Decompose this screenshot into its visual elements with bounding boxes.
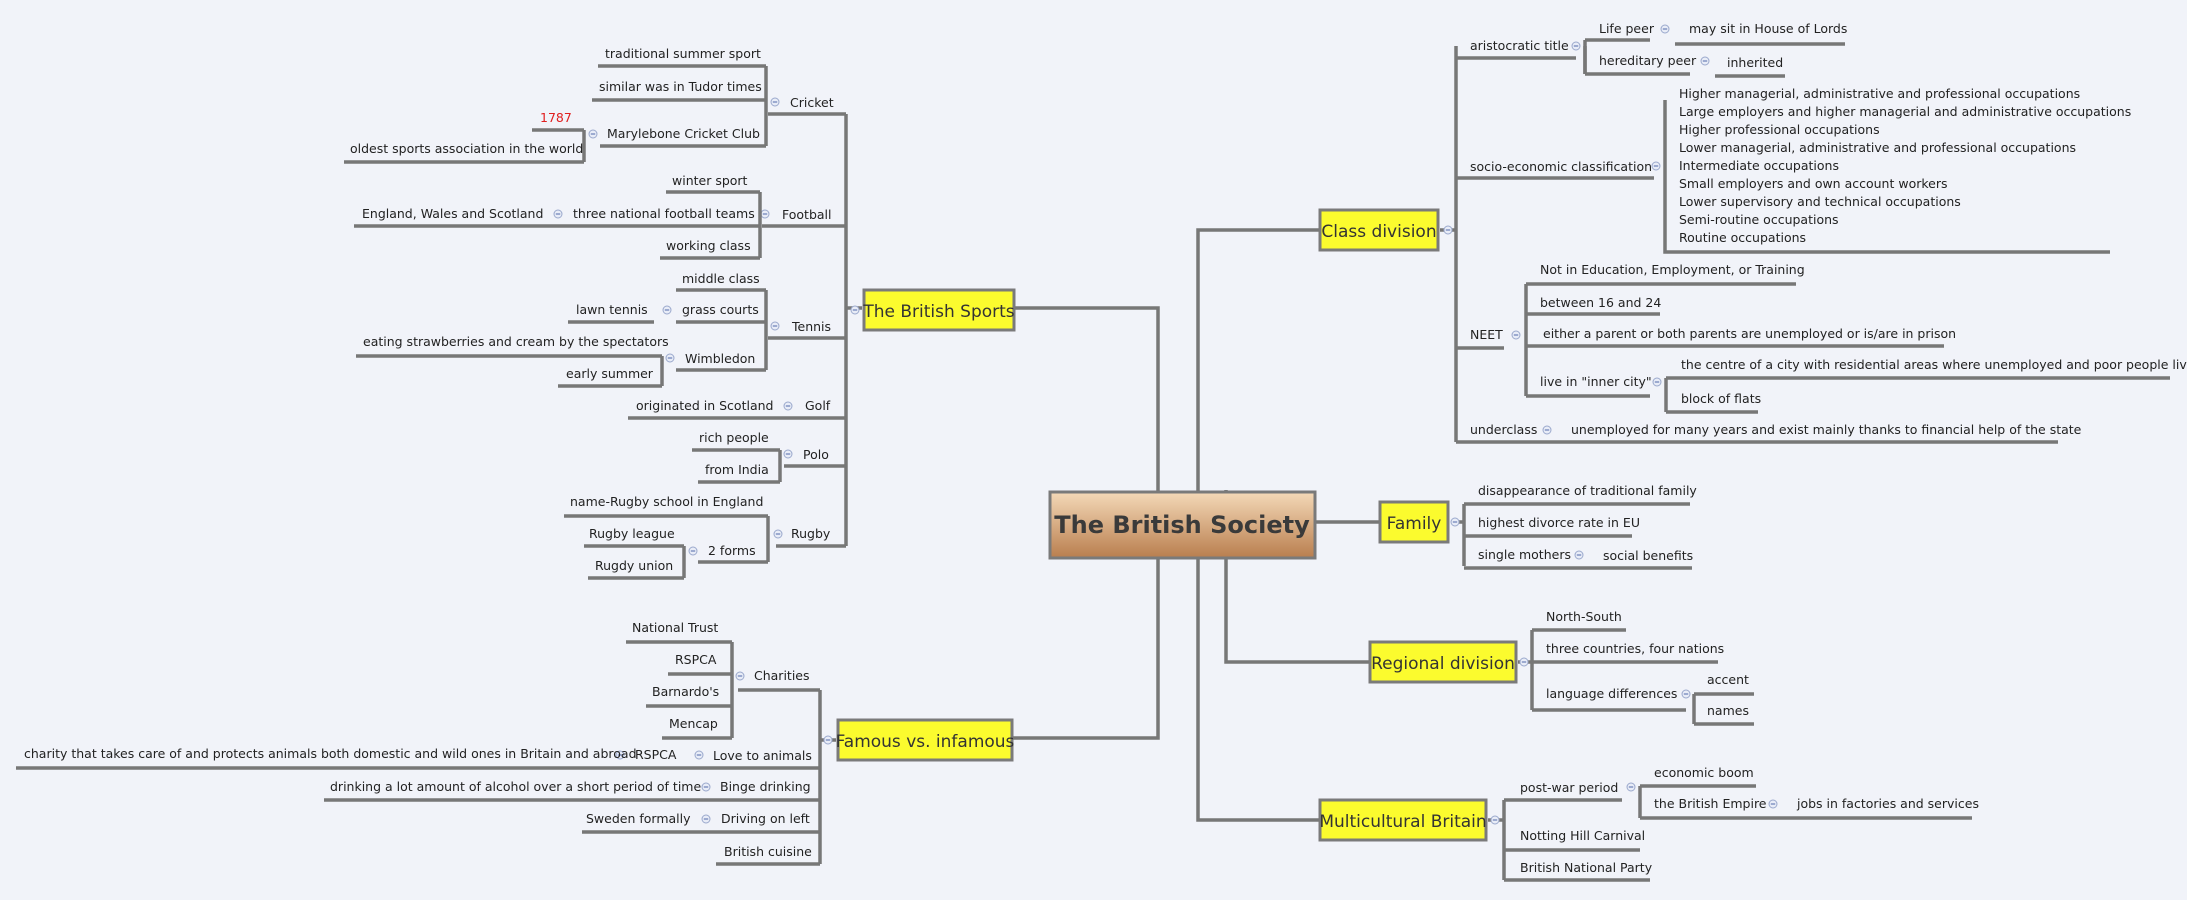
winter-sport: winter sport [672, 173, 748, 188]
working-class: working class [666, 238, 751, 253]
notting-hill-carnival: Notting Hill Carnival [1520, 828, 1645, 843]
socio-item-7: Lower supervisory and technical occupati… [1679, 194, 1961, 209]
marylebone-cricket-club: Marylebone Cricket Club [607, 126, 760, 141]
hereditary-note: inherited [1727, 55, 1783, 70]
british-empire: the British Empire [1654, 796, 1767, 811]
post-war-period: post-war period [1520, 780, 1618, 795]
charities: Charities [754, 668, 810, 683]
family-label: Family [1387, 514, 1442, 534]
class-division-label: Class division [1321, 222, 1436, 242]
neet-definition: Not in Education, Employment, or Trainin… [1540, 262, 1805, 277]
driving-on-left: Driving on left [721, 811, 810, 826]
socio-item-4: Lower managerial, administrative and pro… [1679, 140, 2076, 155]
topic-regional-division[interactable]: Regional division North-South three coun… [1368, 609, 1754, 726]
rspca-definition: charity that takes care of and protects … [24, 746, 637, 761]
grass-courts: grass courts [682, 302, 759, 317]
life-peer: Life peer [1599, 21, 1655, 36]
british-national-party: British National Party [1520, 860, 1653, 875]
underclass: underclass [1470, 422, 1537, 437]
golf: Golf [805, 398, 831, 413]
three-countries: three countries, four nations [1546, 641, 1724, 656]
football: Football [782, 207, 831, 222]
underclass-note: unemployed for many years and exist main… [1571, 422, 2082, 437]
strawberries: eating strawberries and cream by the spe… [363, 334, 669, 349]
family-item-2: highest divorce rate in EU [1478, 515, 1640, 530]
oldest-association: oldest sports association in the world [350, 141, 583, 156]
rugby-two-forms: 2 forms [708, 543, 756, 558]
polo: Polo [803, 447, 829, 462]
charity-rspca: RSPCA [675, 652, 717, 667]
block-of-flats: block of flats [1681, 391, 1761, 406]
three-football-teams: three national football teams [573, 206, 755, 221]
topic-class-division[interactable]: Class division aristocratic title Life p… [1318, 21, 2187, 444]
topic-british-sports[interactable]: The British Sports Cricket traditional s… [344, 46, 1016, 580]
charity-national-trust: National Trust [632, 620, 718, 635]
wimbledon: Wimbledon [685, 351, 755, 366]
hereditary-peer: hereditary peer [1599, 53, 1697, 68]
middle-class: middle class [682, 271, 760, 286]
socio-list: Higher managerial, administrative and pr… [1679, 86, 2131, 245]
accent: accent [1707, 672, 1749, 687]
binge-drinking: Binge drinking [720, 779, 811, 794]
inner-city-definition: the centre of a city with residential ar… [1681, 357, 2187, 372]
factory-jobs: jobs in factories and services [1796, 796, 1979, 811]
topic-multicultural-britain[interactable]: Multicultural Britain post-war period ec… [1318, 765, 1979, 882]
central-topic-title: The British Society [1054, 511, 1310, 539]
rugby-union: Rugdy union [595, 558, 673, 573]
cricket: Cricket [790, 95, 834, 110]
charity-barnardos: Barnardo's [652, 684, 719, 699]
topic-famous-vs-infamous[interactable]: Famous vs. infamous Charities National T… [16, 620, 1015, 866]
north-south: North-South [1546, 609, 1622, 624]
rugby-school: name-Rugby school in England [570, 494, 763, 509]
charity-mencap: Mencap [669, 716, 718, 731]
binge-definition: drinking a lot amount of alcohol over a … [330, 779, 701, 794]
names: names [1707, 703, 1749, 718]
cricket-summer: traditional summer sport [605, 46, 761, 61]
neet: NEET [1470, 327, 1503, 342]
rugby-league: Rugby league [589, 526, 675, 541]
socio-economic-classification: socio-economic classification [1470, 159, 1652, 174]
british-sports-label: The British Sports [862, 302, 1014, 322]
rich-people: rich people [699, 430, 769, 445]
topic-family[interactable]: Family disappearance of traditional fami… [1378, 483, 1697, 570]
british-cuisine: British cuisine [724, 844, 812, 859]
lawn-tennis: lawn tennis [576, 302, 648, 317]
economic-boom: economic boom [1654, 765, 1754, 780]
socio-item-6: Small employers and own account workers [1679, 176, 1948, 191]
socio-item-1: Higher managerial, administrative and pr… [1679, 86, 2080, 101]
cricket-tudor: similar was in Tudor times [599, 79, 762, 94]
central-topic[interactable]: The British Society [1048, 490, 1317, 560]
family-item-1: disappearance of traditional family [1478, 483, 1697, 498]
love-to-animals: Love to animals [713, 748, 812, 763]
aristocratic-title: aristocratic title [1470, 38, 1569, 53]
inner-city: live in "inner city" [1540, 374, 1652, 389]
early-summer: early summer [566, 366, 654, 381]
sweden-formally: Sweden formally [586, 811, 691, 826]
socio-item-5: Intermediate occupations [1679, 158, 1839, 173]
socio-item-8: Semi-routine occupations [1679, 212, 1839, 227]
famous-infamous-label: Famous vs. infamous [836, 732, 1015, 752]
multicultural-label: Multicultural Britain [1319, 812, 1486, 832]
football-countries: England, Wales and Scotland [362, 206, 543, 221]
social-benefits: social benefits [1603, 548, 1693, 563]
socio-item-2: Large employers and higher managerial an… [1679, 104, 2131, 119]
mcc-year: 1787 [540, 110, 572, 125]
animals-rspca: RSPCA [635, 747, 677, 762]
life-peer-note: may sit in House of Lords [1689, 21, 1847, 36]
language-differences: language differences [1546, 686, 1677, 701]
socio-item-9: Routine occupations [1679, 230, 1806, 245]
single-mothers: single mothers [1478, 547, 1571, 562]
from-india: from India [705, 462, 769, 477]
golf-origin: originated in Scotland [636, 398, 773, 413]
tennis: Tennis [791, 319, 831, 334]
socio-item-3: Higher professional occupations [1679, 122, 1880, 137]
regional-division-label: Regional division [1371, 654, 1515, 674]
neet-age: between 16 and 24 [1540, 295, 1661, 310]
neet-parents: either a parent or both parents are unem… [1543, 326, 1956, 341]
rugby: Rugby [791, 526, 831, 541]
